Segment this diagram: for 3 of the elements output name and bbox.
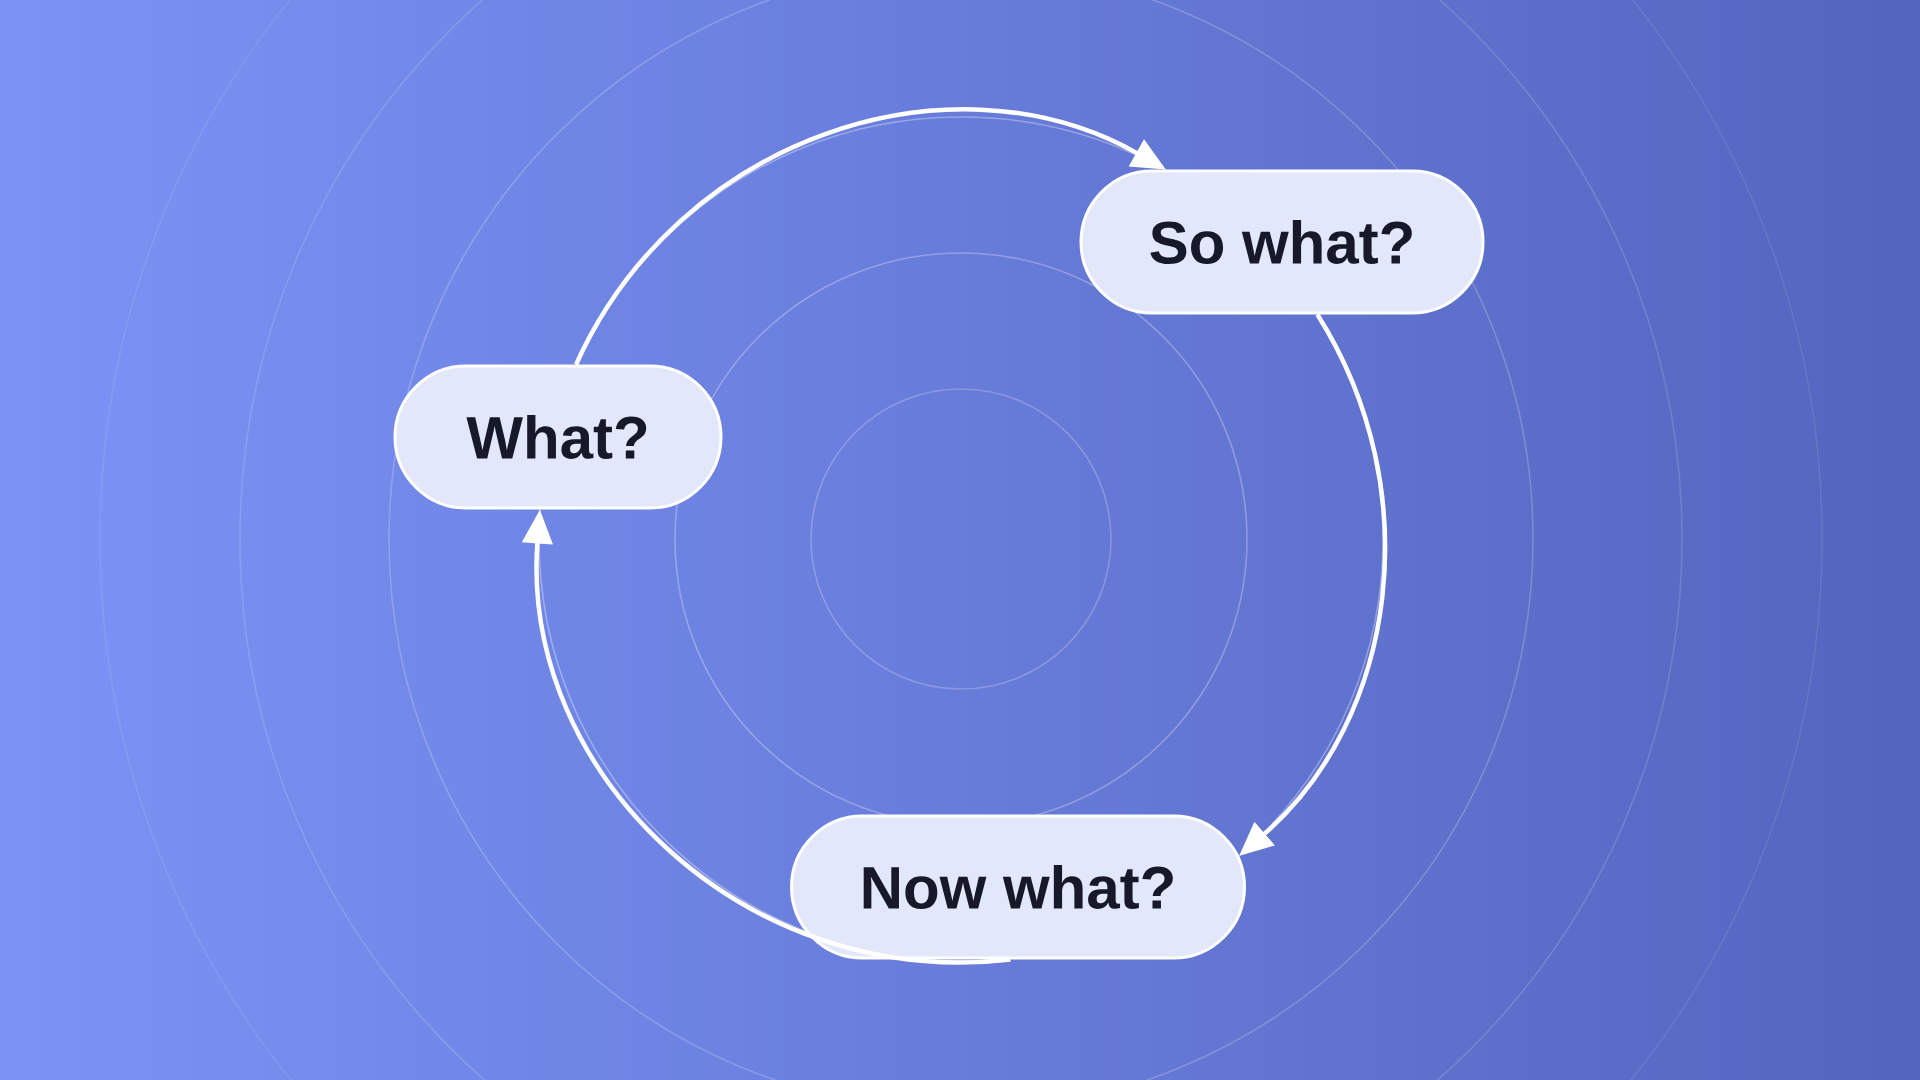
pill-box: What? <box>393 364 723 510</box>
pill-box: Now what? <box>790 814 1246 960</box>
pill-box: So what? <box>1079 169 1485 315</box>
